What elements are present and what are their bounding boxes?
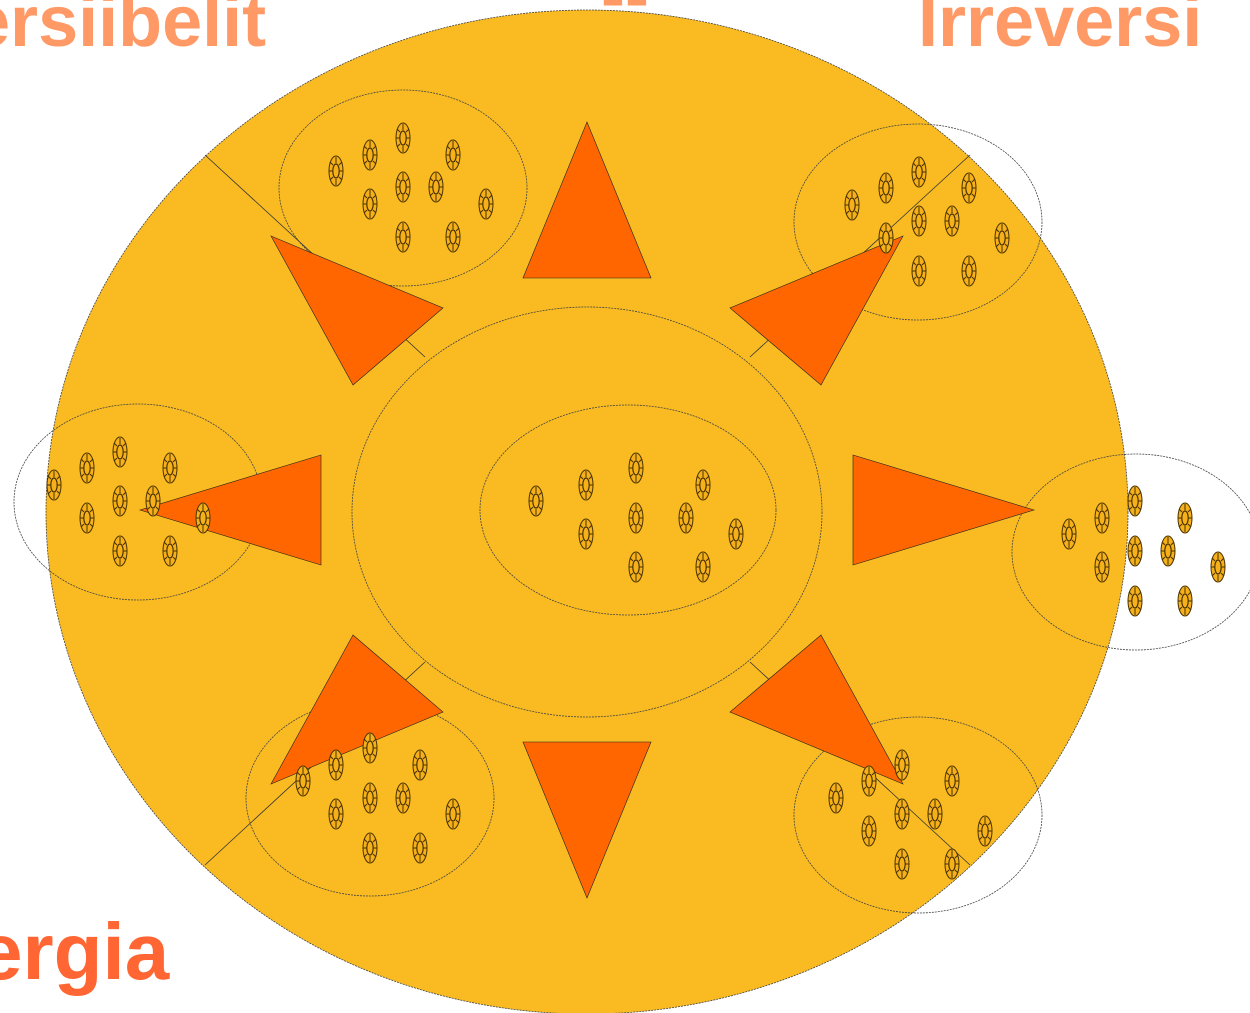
caption-top-left: ersiibelit xyxy=(0,0,266,58)
caption-top-right: Irreversi xyxy=(918,0,1202,58)
caption-top-center: -- xyxy=(601,0,649,32)
inner-ring xyxy=(352,307,822,717)
caption-bottom-left: ergia xyxy=(0,912,169,992)
